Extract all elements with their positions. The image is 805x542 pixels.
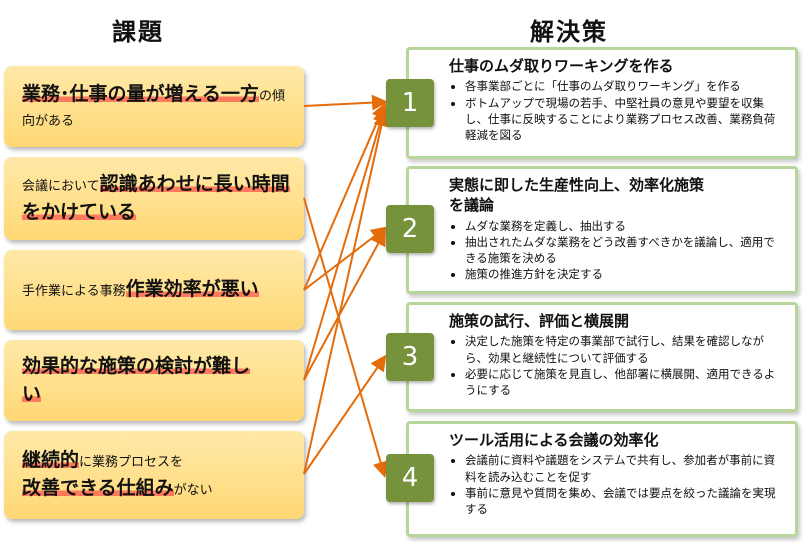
solution-bullet: 必要に応じて施策を見直し、他部署に横展開、適用できるようにする	[465, 366, 785, 399]
solution-number-badge: 2	[386, 205, 434, 253]
issue-text: の傾向がある	[22, 88, 285, 130]
issue-box-meeting-alignment: 会議において認識あわせに長い時間をかけている	[4, 157, 304, 240]
issue-text: がない	[173, 483, 213, 498]
arrow-issue5-to-solution1	[303, 110, 390, 475]
arrow-issue4-to-solution1	[303, 106, 389, 381]
issue-box-measure-review: 効果的な施策の検討が難しい	[4, 340, 304, 421]
solution-title: ツール活用による会議の効率化	[449, 431, 659, 449]
issue-highlight: 業務･仕事の量が増える一方	[22, 82, 259, 105]
solutions-heading: 解決策	[530, 18, 608, 46]
issue-box-manual-work: 手作業による事務作業効率が悪い	[4, 250, 304, 330]
issue-box-workload: 業務･仕事の量が増える一方の傾向がある	[4, 66, 304, 147]
solution-bullet: 抽出されたムダな業務をどう改善すべきかを議論し、適用できる施策を決める	[465, 234, 785, 267]
issue-highlight: 作業効率が悪い	[125, 278, 259, 301]
solution-box-2: 実態に即した生産性向上、効率化施策を議論 ムダな業務を定義し、抽出する 抽出され…	[406, 166, 798, 294]
solution-box-3: 施策の試行、評価と横展開 決定した施策を特定の事業部で試行し、結果を確認しながら…	[406, 302, 798, 412]
arrow-issue3-to-solution1	[303, 102, 387, 291]
solution-bullet: ムダな業務を定義し、抽出する	[465, 218, 785, 234]
solution-bullet: ボトムアップで現場の若手、中堅社員の意見や要望を収集し、仕事に反映することにより…	[465, 95, 785, 144]
issue-highlight: 継続的	[22, 449, 80, 472]
arrow-issue2-to-solution4	[303, 197, 389, 478]
solution-box-1: 仕事のムダ取りワーキングを作る 各事業部ごとに「仕事のムダ取りワーキング」を作る…	[406, 47, 798, 159]
issue-text: 手作業による事務	[22, 284, 126, 300]
solution-bullet: 事前に意見や質問を集め、会議では要点を絞った議論を実現する	[465, 485, 785, 518]
solution-bullet: 決定した施策を特定の事業部で試行し、結果を確認しながら、効果と継続性について評価…	[465, 333, 785, 366]
issue-text: 会議において	[22, 178, 100, 194]
arrow-issue3-to-solution2	[303, 226, 388, 291]
solution-bullet: 各事業部ごとに「仕事のムダ取りワーキング」を作る	[465, 78, 785, 94]
issue-text: に業務プロセスを	[79, 455, 184, 471]
solution-bullet: 会議前に資料や議題をシステムで共有し、参加者が事前に資料を読み込むことを促す	[465, 452, 785, 485]
issue-highlight: 改善できる仕組み	[22, 477, 174, 499]
arrow-issue5-to-solution3	[303, 354, 387, 475]
solution-number-badge: 1	[386, 79, 434, 127]
solution-title: 仕事のムダ取りワーキングを作る	[449, 57, 674, 75]
solution-number-badge: 4	[386, 454, 434, 502]
solution-bullet: 施策の推進方針を決定する	[465, 266, 785, 282]
arrow-issue4-to-solution2	[303, 229, 386, 381]
issue-highlight: 効果的な施策の検討が難しい	[22, 354, 251, 405]
solution-title: 実態に即した生産性向上、効率化施策を議論	[449, 176, 705, 215]
solution-title: 施策の試行、評価と横展開	[449, 312, 630, 330]
solution-box-4: ツール活用による会議の効率化 会議前に資料や議題をシステムで共有し、参加者が事前…	[406, 421, 798, 537]
issues-heading: 課題	[112, 18, 164, 46]
arrow-issue1-to-solution1	[303, 94, 388, 111]
issue-box-continuous-improvement: 継続的に業務プロセスを改善できる仕組みがない	[4, 431, 304, 519]
solution-number-badge: 3	[386, 333, 434, 381]
